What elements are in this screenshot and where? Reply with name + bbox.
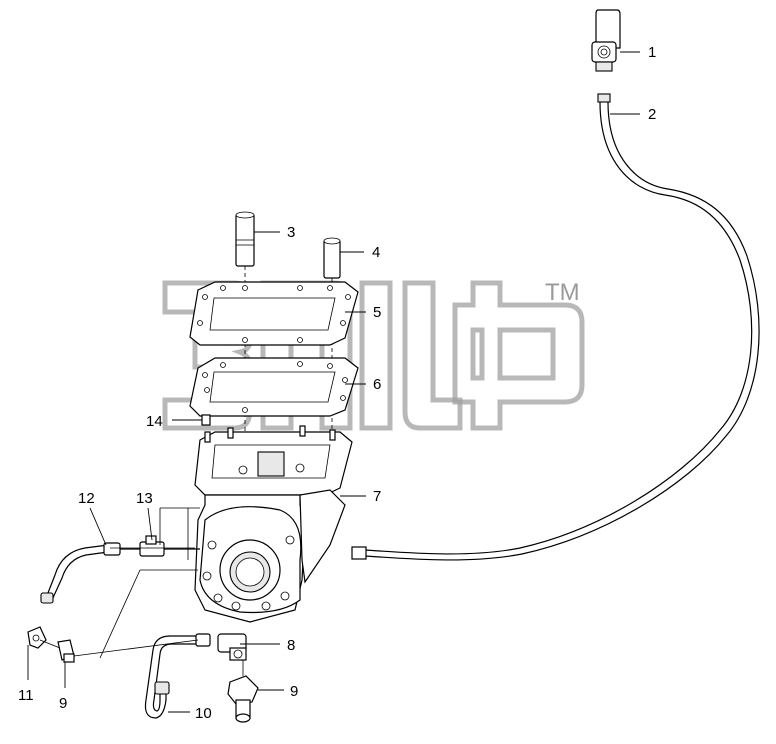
label-part-4: 4: [372, 244, 380, 261]
flexible-hose: [351, 93, 760, 561]
leader-lines: [27, 51, 640, 713]
label-part-11: 11: [18, 687, 34, 704]
breather-cap: [591, 9, 621, 72]
label-part-1: 1: [648, 44, 656, 61]
lower-gasket: [189, 357, 359, 417]
label-part-5: 5: [373, 304, 381, 321]
upper-gasket: [189, 281, 359, 346]
small-stud: [201, 414, 211, 426]
label-part-13: 13: [136, 490, 153, 507]
guide-sleeve: [323, 237, 341, 279]
adapter-left: [57, 639, 75, 663]
trademark-symbol: TM: [545, 279, 580, 306]
connector-fitting: [217, 633, 247, 661]
label-part-10: 10: [195, 705, 212, 722]
nozzle-adapter: [227, 660, 259, 723]
label-part-14: 14: [146, 413, 163, 430]
main-housing: [194, 425, 353, 623]
label-part-3: 3: [287, 224, 295, 241]
part-labels: 1 2 3 4 5 6 7 8 9 9 10 11 12 13 14: [18, 44, 656, 722]
label-part-2: 2: [648, 106, 656, 123]
label-part-9-right: 9: [290, 683, 298, 700]
label-part-6: 6: [373, 376, 381, 393]
u-pipe: [144, 633, 211, 719]
label-part-12: 12: [78, 490, 95, 507]
label-part-9-left: 9: [59, 695, 67, 712]
label-part-8: 8: [287, 637, 295, 654]
elbow-fitting: [27, 626, 47, 649]
assembly-lines: [39, 507, 200, 659]
label-part-7: 7: [373, 488, 381, 505]
dowel-pin: [235, 211, 255, 267]
left-pipe: [40, 542, 121, 604]
tee-fitting: [120, 535, 200, 557]
